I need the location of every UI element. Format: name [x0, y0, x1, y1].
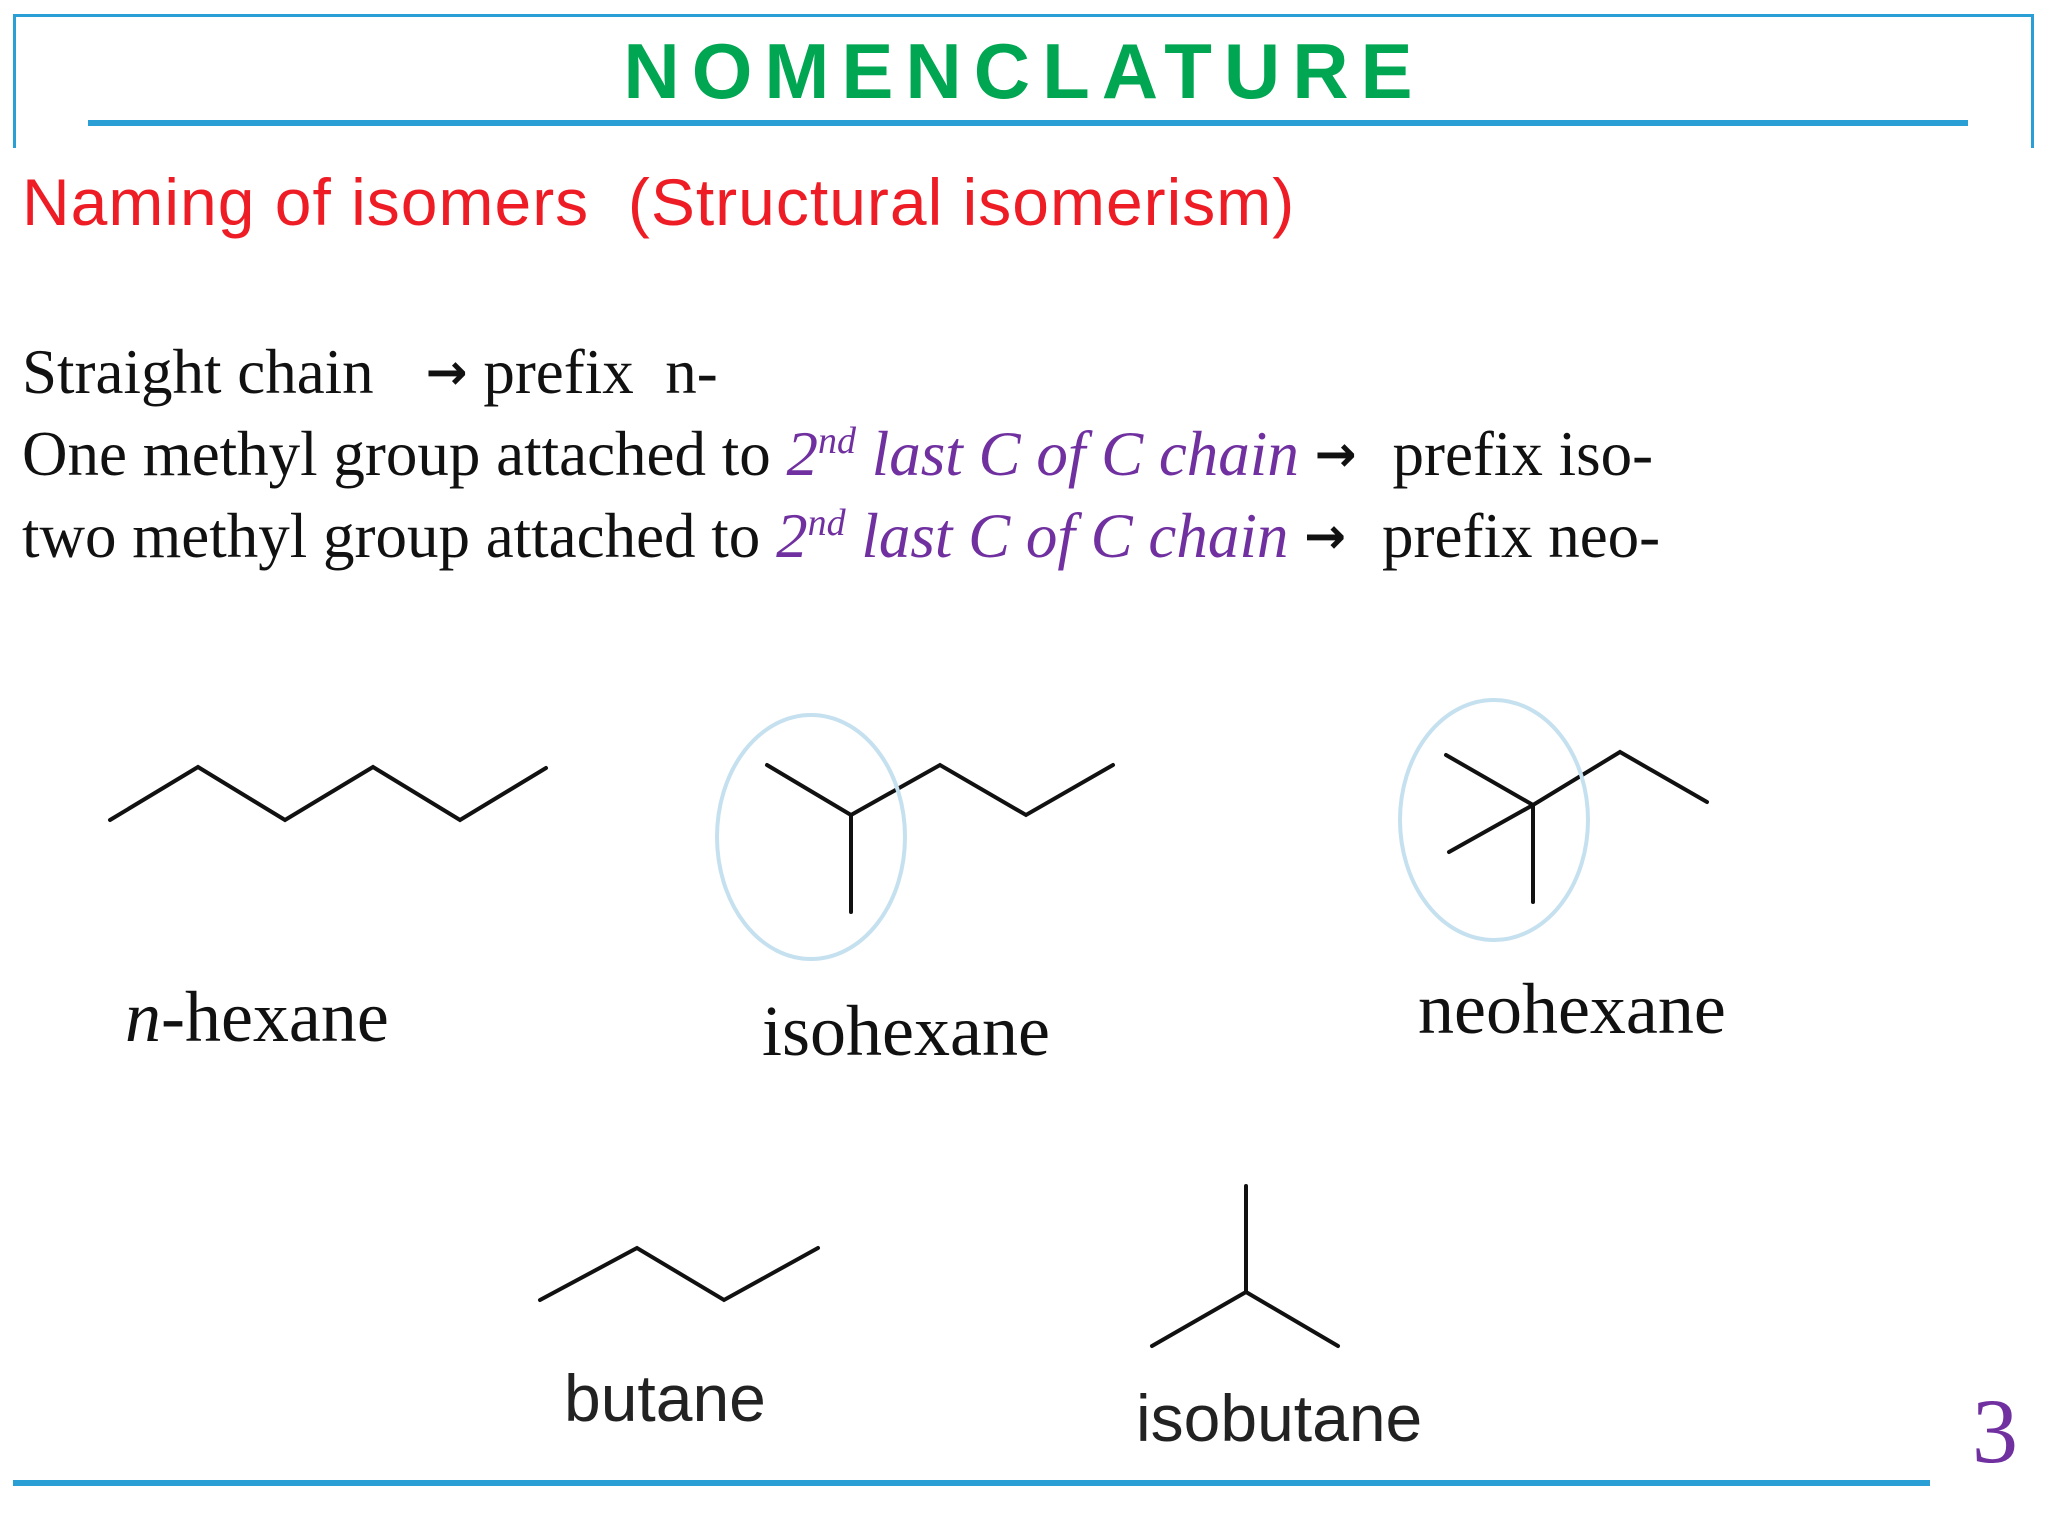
arrow-icon: → [1314, 425, 1357, 483]
neohexane-highlight-circle [1398, 698, 1590, 942]
isobutane-structure [1150, 1184, 1340, 1348]
label-isohexane: isohexane [762, 991, 1050, 1071]
butane-structure [538, 1245, 820, 1303]
footer-rule [13, 1480, 1930, 1486]
title-underline [88, 120, 1968, 126]
frame-right-border [2031, 14, 2034, 148]
rule-neo: two methyl group attached to 2nd last C … [22, 500, 1660, 573]
isohexane-highlight-circle [715, 713, 907, 961]
arrow-icon: → [1304, 507, 1347, 565]
arrow-icon: → [425, 343, 468, 401]
slide-title: NOMENCLATURE [623, 27, 1425, 115]
isohexane-structure [765, 762, 1115, 914]
rule-text: One methyl group attached to [22, 419, 787, 489]
rule-straight-chain: Straight chain → prefix n- [22, 336, 718, 409]
rule-result: prefix n- [483, 337, 718, 407]
frame-left-border [13, 14, 16, 148]
rule-text: two methyl group attached to [22, 501, 777, 571]
rule-text: Straight chain [22, 337, 374, 407]
rule-highlight: 2nd last C of C chain [776, 501, 1289, 571]
rule-iso: One methyl group attached to 2nd last C … [22, 418, 1653, 491]
page-number: 3 [1972, 1380, 2018, 1482]
neohexane-structure [1444, 749, 1709, 904]
label-butane: butane [564, 1361, 766, 1435]
label-isobutane: isobutane [1136, 1381, 1423, 1455]
rule-highlight: 2nd last C of C chain [786, 419, 1299, 489]
rule-result: prefix iso- [1392, 419, 1654, 489]
frame-top-border [13, 14, 2034, 17]
n-hexane-structure [108, 764, 548, 823]
rule-result: prefix neo- [1382, 501, 1661, 571]
label-neohexane: neohexane [1418, 969, 1726, 1049]
label-n-hexane: n-hexane [125, 977, 389, 1057]
slide-subtitle: Naming of isomers (Structural isomerism) [22, 165, 1296, 239]
